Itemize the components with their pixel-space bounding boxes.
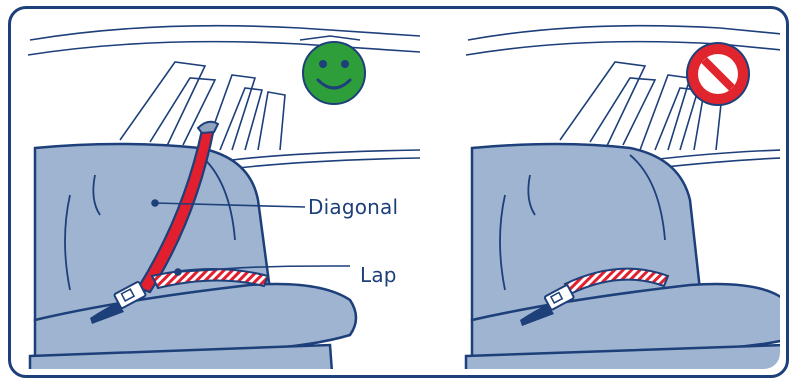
diagonal-label: Diagonal (308, 195, 398, 219)
smiley-face-icon (303, 42, 365, 104)
belt-anchor-left (198, 122, 218, 133)
lap-label: Lap (360, 263, 397, 287)
incorrect-panel (466, 26, 785, 372)
prohibited-icon (686, 42, 750, 106)
